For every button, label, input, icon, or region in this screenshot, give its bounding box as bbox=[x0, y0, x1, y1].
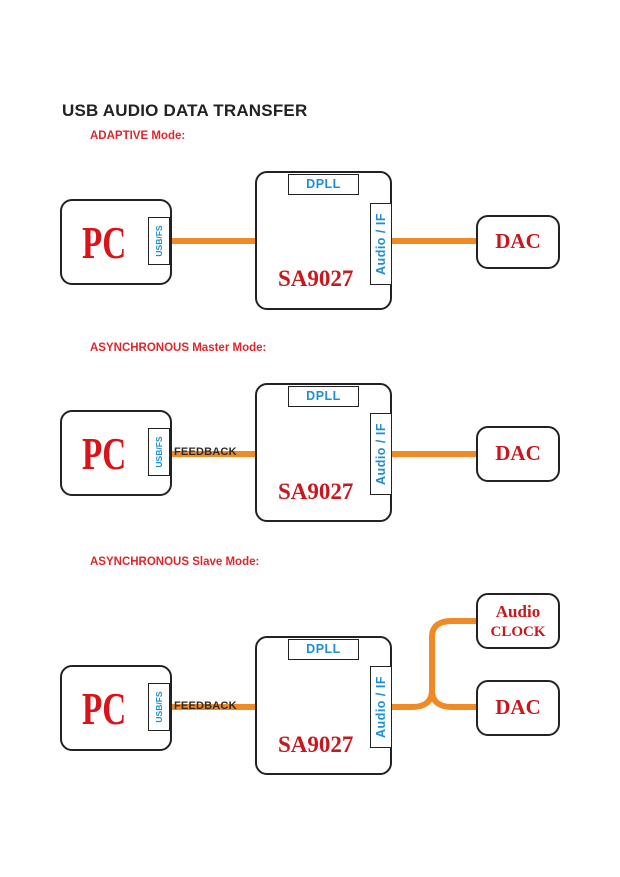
dpll-label: DPLL bbox=[306, 642, 341, 656]
dac-label: DAC bbox=[495, 695, 541, 719]
dac-box: DAC bbox=[476, 215, 560, 269]
pc-box: PC USB/FS bbox=[60, 665, 172, 751]
dpll-label: DPLL bbox=[306, 389, 341, 403]
dpll-block: DPLL bbox=[288, 386, 359, 407]
async-slave-mode-title: ASYNCHRONOUS Slave Mode: bbox=[90, 556, 260, 568]
usb-fs-port: USB/FS bbox=[148, 217, 170, 265]
audio-clock-label-line1: Audio bbox=[495, 602, 541, 621]
audio-if-block: Audio / IF bbox=[370, 203, 392, 285]
audio-if-block: Audio / IF bbox=[370, 666, 392, 748]
audio-clock-label-line2: CLOCK bbox=[490, 624, 546, 640]
sa9027-chip-box: DPLL Audio / IF SA9027 bbox=[255, 636, 392, 775]
page-title: USB AUDIO DATA TRANSFER bbox=[62, 101, 308, 120]
usb-fs-label: USB/FS bbox=[154, 691, 164, 723]
pc-label: PC bbox=[82, 683, 127, 734]
dac-label: DAC bbox=[495, 441, 541, 465]
dpll-block: DPLL bbox=[288, 174, 359, 195]
usb-fs-port: USB/FS bbox=[148, 428, 170, 476]
pc-label: PC bbox=[82, 428, 127, 479]
dac-box: DAC bbox=[476, 426, 560, 482]
audio-if-label: Audio / IF bbox=[374, 213, 388, 275]
sa9027-chip-box: DPLL Audio / IF SA9027 bbox=[255, 171, 392, 310]
pc-box: PC USB/FS bbox=[60, 410, 172, 496]
audio-if-label: Audio / IF bbox=[374, 676, 388, 738]
sa9027-chip-box: DPLL Audio / IF SA9027 bbox=[255, 383, 392, 522]
pc-label: PC bbox=[82, 217, 127, 268]
audio-if-block: Audio / IF bbox=[370, 413, 392, 495]
usb-fs-port: USB/FS bbox=[148, 683, 170, 731]
usb-fs-label: USB/FS bbox=[154, 225, 164, 257]
feedback-label: FEEDBACK bbox=[174, 700, 237, 712]
dpll-block: DPLL bbox=[288, 639, 359, 660]
chip-label: SA9027 bbox=[278, 479, 354, 504]
chip-label: SA9027 bbox=[278, 732, 354, 757]
dac-box: DAC bbox=[476, 680, 560, 736]
pc-box: PC USB/FS bbox=[60, 199, 172, 285]
chip-to-audio-clock-wire bbox=[429, 689, 477, 710]
async-master-mode-title: ASYNCHRONOUS Master Mode: bbox=[90, 342, 267, 354]
chip-label: SA9027 bbox=[278, 266, 354, 291]
audio-if-label: Audio / IF bbox=[374, 423, 388, 485]
audio-clock-box: Audio CLOCK bbox=[476, 593, 560, 649]
adaptive-mode-title: ADAPTIVE Mode: bbox=[90, 130, 186, 142]
feedback-label: FEEDBACK bbox=[174, 446, 237, 458]
dpll-label: DPLL bbox=[306, 177, 341, 191]
dac-label: DAC bbox=[495, 229, 541, 253]
chip-to-dac-wire bbox=[390, 618, 477, 710]
usb-fs-label: USB/FS bbox=[154, 436, 164, 468]
